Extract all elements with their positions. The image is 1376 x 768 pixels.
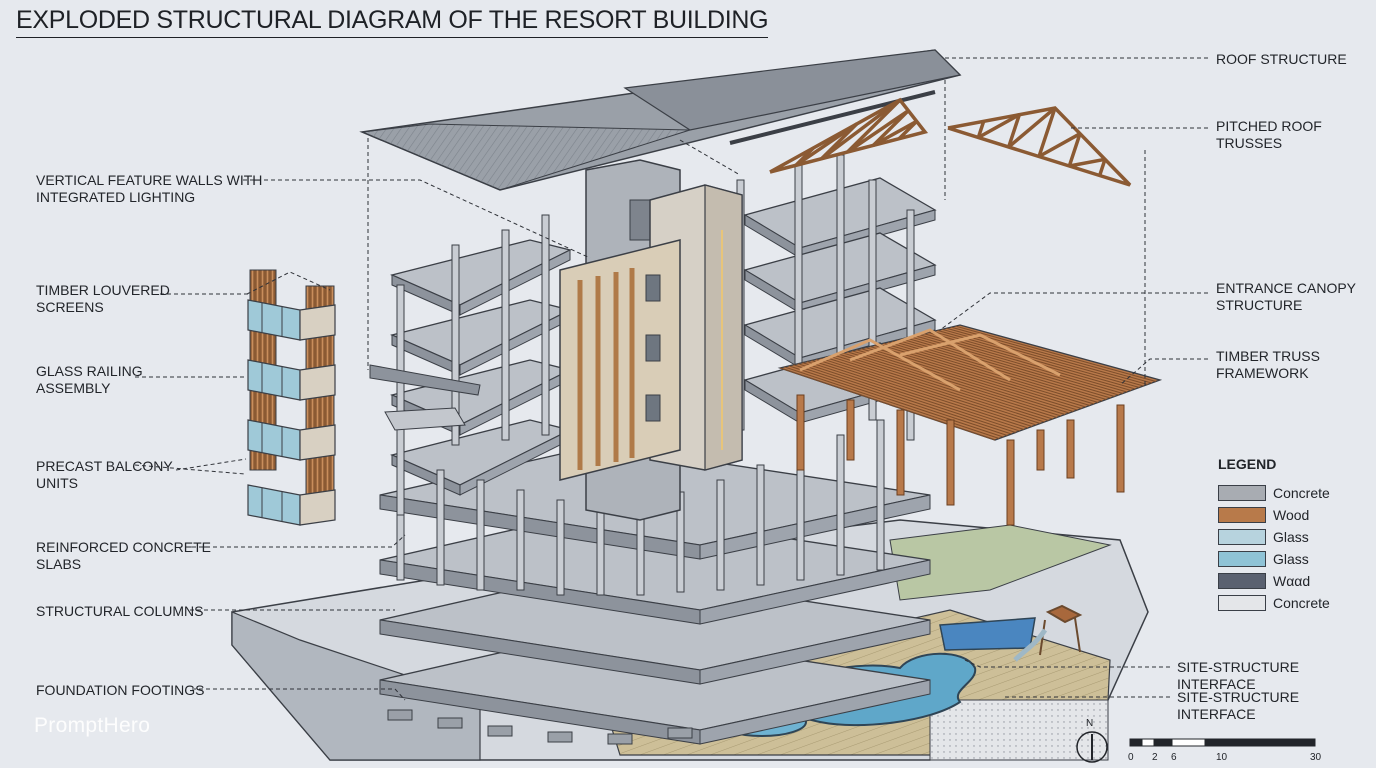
balcony-assembly [247, 269, 336, 526]
legend-swatch [1218, 551, 1266, 567]
label-timber-truss: TIMBER TRUSS FRAMEWORK [1216, 348, 1320, 381]
legend-item: Wααd [1218, 573, 1358, 589]
legend-title: LEGEND [1218, 456, 1277, 472]
legend-label: Wood [1273, 507, 1310, 523]
label-foundation-footings: FOUNDATION FOOTINGS [36, 682, 205, 698]
legend-item: Concrete [1218, 595, 1358, 611]
label-feature-walls: VERTICAL FEATURE WALLS WITH INTEGRATED L… [36, 172, 263, 205]
exploded-slab-pieces [369, 364, 481, 431]
legend-swatch [1218, 529, 1266, 545]
label-glass-railing: GLASS RAILING ASSEMBLY [36, 363, 143, 396]
legend-swatch [1218, 573, 1266, 589]
legend-item: Glass [1218, 551, 1358, 567]
leader-lines [134, 57, 1208, 701]
label-concrete-slabs: REINFORCED CONCRETE SLABS [36, 539, 212, 572]
pitched-roof-trusses [769, 97, 1132, 187]
concrete-slabs [379, 154, 937, 745]
scale-tick-label: 6 [1171, 752, 1177, 763]
legend-label: Concrete [1273, 485, 1330, 501]
scale-tick-label: 30 [1310, 752, 1322, 763]
legend-swatch [1218, 485, 1266, 501]
roof-structure [359, 49, 962, 191]
legend-label: Concrete [1273, 595, 1330, 611]
legend-label: Wααd [1273, 573, 1311, 589]
label-structural-columns: STRUCTURAL COLUMNS [36, 603, 204, 619]
legend-swatch [1218, 595, 1266, 611]
waterslide [1013, 604, 1083, 662]
scale-tick-label: 2 [1152, 752, 1158, 763]
label-entrance-canopy: ENTRANCE CANOPY STRUCTURE [1216, 280, 1357, 313]
watermark: PromptHero [34, 714, 151, 737]
entrance-canopy [777, 324, 1163, 526]
label-pitched-roof-trusses: PITCHED ROOF TRUSSES [1216, 118, 1322, 151]
label-site-interface-2: SITE-STRUCTURE INTERFACE [1177, 689, 1300, 722]
feature-wall-lighting [559, 239, 681, 481]
legend-item: Glass [1218, 529, 1358, 545]
label-site-interface-1: SITE-STRUCTURE INTERFACE [1177, 659, 1300, 692]
legend-item: Concrete [1218, 485, 1358, 501]
label-precast-balcony: PRECAST BALCONY UNITS [36, 458, 173, 491]
scale-bar [1129, 738, 1316, 747]
label-louvered-screens: TIMBER LOUVERED SCREENS [36, 282, 170, 315]
scale-tick-label: 0 [1128, 752, 1134, 763]
label-roof-structure: ROOF STRUCTURE [1216, 51, 1347, 67]
legend-item: Wood [1218, 507, 1358, 523]
legend-label: Glass [1273, 551, 1309, 567]
legend-swatch [1218, 507, 1266, 523]
north-label: N [1086, 718, 1094, 729]
legend-label: Glass [1273, 529, 1309, 545]
scale-tick-label: 10 [1216, 752, 1228, 763]
diagram-title: EXPLODED STRUCTURAL DIAGRAM OF THE RESOR… [16, 6, 769, 38]
north-arrow-icon [1076, 731, 1108, 763]
